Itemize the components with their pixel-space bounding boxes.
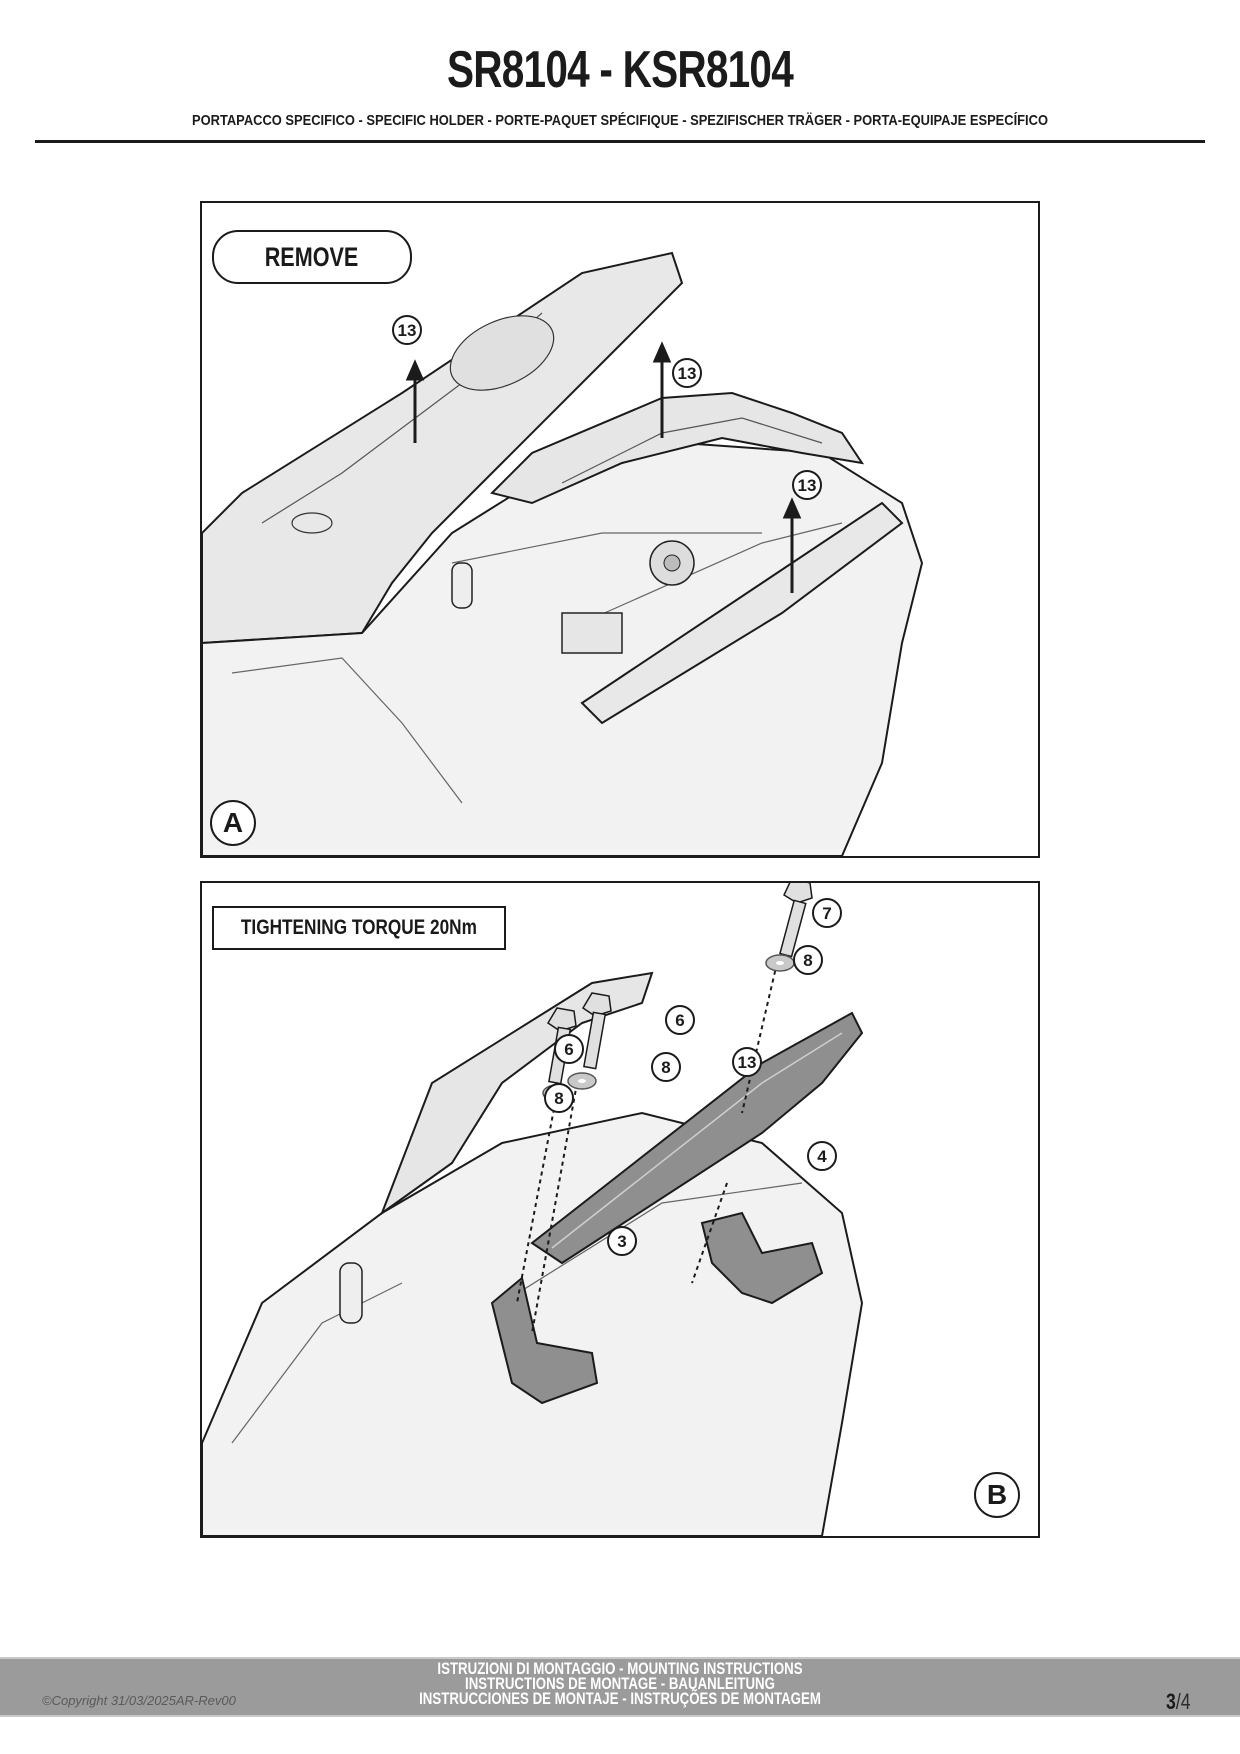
lift-arrow-2 [652, 341, 672, 438]
page-number: 3/4 [1166, 1689, 1190, 1715]
lift-arrow-1 [405, 359, 425, 443]
callout-8-right: 8 [651, 1052, 681, 1082]
washer-8-rear [765, 954, 795, 972]
callout-13-b: 13 [672, 358, 702, 388]
svg-text:7: 7 [822, 904, 831, 923]
instructions-line: INSTRUCTIONS DE MONTAGE - BAUANLEITUNG [465, 1674, 775, 1693]
washer-8-right [567, 1072, 597, 1090]
rear-frame [379, 971, 654, 1216]
callout-7: 7 [812, 898, 842, 928]
step-a-panel: REMOVE [200, 201, 1040, 858]
bracket-part-3 [490, 1276, 599, 1405]
svg-text:13: 13 [678, 364, 697, 383]
torque-label: TIGHTENING TORQUE 20Nm [212, 906, 506, 950]
header-divider [35, 140, 1205, 143]
bolt-6-right [581, 992, 612, 1070]
svg-text:4: 4 [817, 1147, 827, 1166]
svg-text:6: 6 [564, 1040, 573, 1059]
page-current: 3 [1166, 1689, 1177, 1714]
remove-label: REMOVE [212, 230, 412, 284]
bracket-part-4 [700, 1211, 824, 1305]
copyright-text: ©Copyright 31/03/2025AR-Rev00 [42, 1693, 236, 1708]
callout-4: 4 [807, 1141, 837, 1171]
callout-13-a: 13 [392, 315, 422, 345]
callout-8-rear: 8 [793, 945, 823, 975]
bolt-7 [779, 883, 813, 958]
svg-text:6: 6 [675, 1011, 684, 1030]
svg-text:13: 13 [738, 1053, 757, 1072]
install-illustration: 7 8 6 6 8 8 13 4 3 [202, 883, 864, 1536]
svg-text:13: 13 [398, 321, 417, 340]
callout-8-left: 8 [544, 1083, 574, 1113]
svg-text:13: 13 [798, 476, 817, 495]
step-a-badge: A [210, 800, 256, 846]
callout-6-left: 6 [554, 1034, 584, 1064]
document-subtitle: PORTAPACCO SPECIFICO - SPECIFIC HOLDER -… [191, 112, 1048, 129]
lift-arrow-3 [782, 497, 802, 593]
remove-illustration: 13 13 13 [202, 251, 924, 856]
svg-text:8: 8 [554, 1089, 563, 1108]
callout-3: 3 [607, 1226, 637, 1256]
footer-bar: ©Copyright 31/03/2025AR-Rev00 ISTRUZIONI… [0, 1657, 1240, 1717]
callout-6-right: 6 [665, 1005, 695, 1035]
document-title: SR8104 - KSR8104 [446, 41, 794, 99]
callout-13: 13 [732, 1047, 762, 1077]
page-total: /4 [1176, 1689, 1191, 1714]
step-b-badge: B [974, 1472, 1020, 1518]
instructions-title: ISTRUZIONI DI MONTAGGIO - MOUNTING INSTR… [0, 1659, 1240, 1708]
instructions-line: INSTRUCCIONES DE MONTAJE - INSTRUÇÕES DE… [419, 1689, 821, 1708]
svg-text:8: 8 [661, 1058, 670, 1077]
removed-rack-rear [490, 391, 865, 505]
instructions-line: ISTRUZIONI DI MONTAGGIO - MOUNTING INSTR… [437, 1659, 803, 1678]
svg-text:8: 8 [803, 951, 812, 970]
rack-part-13 [530, 1011, 864, 1265]
svg-text:3: 3 [617, 1232, 626, 1251]
step-b-panel: TIGHTENING TORQUE 20Nm [200, 881, 1040, 1538]
callout-13-c: 13 [792, 470, 822, 500]
